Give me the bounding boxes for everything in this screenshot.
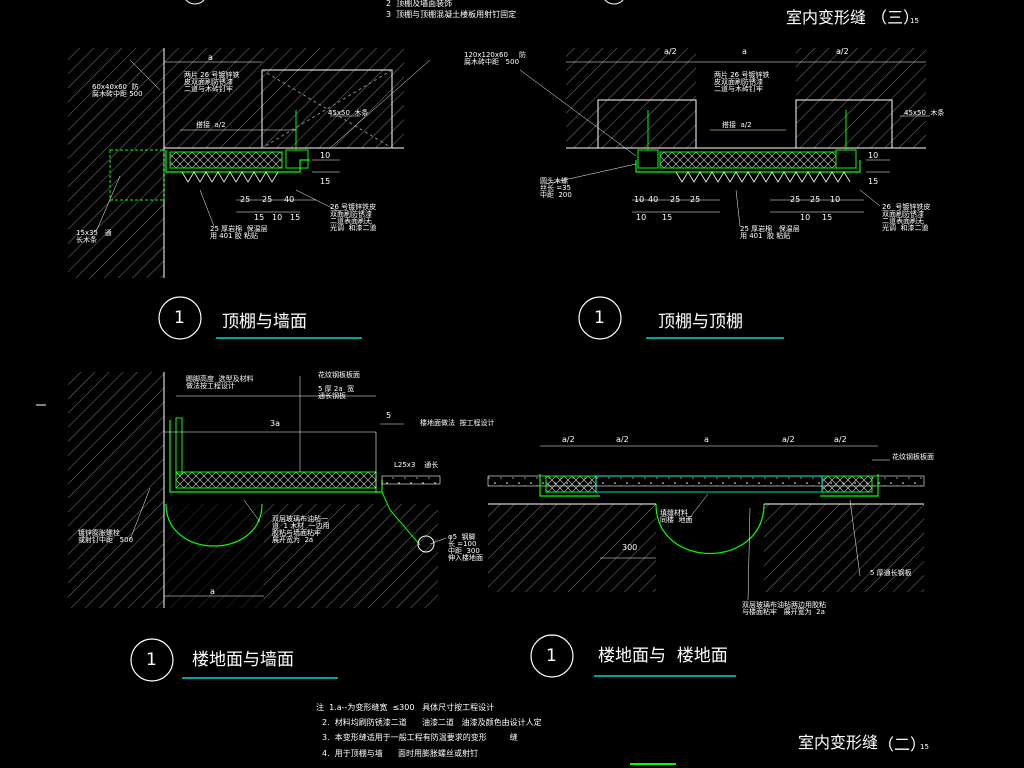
callout-round-rod: 圆头木螺 丝长 =35 中距 200 [540,177,572,199]
callout-filler: 填缝材料 同楼 地面 [660,509,693,524]
callout-wall-finish: 踢脚高度 选型及材料 做法按工程设计 [186,375,254,390]
dim-25: 25 [670,195,681,204]
detail-ceiling-ceiling [519,48,930,227]
callout-wood-block: 60x40x60 防 腐木砖中距 500 [92,83,143,98]
detail-number: 1 [146,650,157,670]
callout-wood-strip: 45x50 木条 [904,109,945,117]
sheet-title: 室内变形缝 [798,733,879,752]
callout-gap: 搭接 a/2 [722,121,752,129]
dim-a-half: a/2 [836,47,849,56]
callout-angle-steel: 5 厚通长钢板 [870,569,912,577]
detail-floor-wall [68,372,447,608]
callout-membrane: 双层玻璃布油毡一 道 1 木材 一边用 胶粘与墙面粘牢 展开宽为 2a [272,515,330,544]
callout-floor-plate: 花纹钢板板面 [892,453,934,461]
dim-a: a [704,435,709,444]
callout-gap: 搭接 a/2 [196,121,226,129]
dim-25: 25 [810,195,821,204]
dim-10: 10 [320,151,331,160]
dim-a-half: a/2 [664,47,677,56]
dim-a-half: a/2 [616,435,629,444]
dim-5: 5 [386,411,392,420]
sheet-number-top: 15 [910,17,919,25]
detail-ceiling-wall [68,48,404,278]
dim-a-half: a/2 [834,435,847,444]
callout-steel-cover: 26 号镀锌铁皮 双面刷防锈漆 二道表面刷无 光调 和漆二道 [882,203,931,232]
callout-angle: L25x3 通长 [394,461,439,469]
dim-10: 10 [830,195,841,204]
dim-40: 40 [284,195,295,204]
dim-a-half: a/2 [782,435,795,444]
dim-15: 15 [868,177,879,186]
dim-10: 10 [634,195,645,204]
floor-slab [264,504,438,608]
note-2: 2. 材料均刷防锈漆二道 油漆二道 油漆及颜色由设计人定 [322,718,542,727]
dim-15: 15 [320,177,331,186]
callout-membrane: 双层玻璃布油毡两边用胶粘 与楼面粘牢 展开宽为 2a [742,601,826,616]
dim-15: 15 [822,213,833,222]
dim-10: 10 [800,213,811,222]
sheet-subtitle: （二） [878,735,927,754]
slab-hatch-left [566,48,696,148]
expansion-loop [165,503,263,547]
callout-bolt: φ5 钢脚 长 =100 中距 300 伸入楼地面 [448,533,483,562]
callout-plank: 15x35 通 长木条 [76,229,112,244]
note-1: 注 1.a--为变形缝宽 ≤300 具体尺寸按工程设计 [316,703,495,712]
slab-hatch-right [796,48,926,148]
insulation-layer [659,151,837,169]
dim-a: a [210,587,215,596]
callout-anchor: 镀锌膨胀螺栓 或射钉中距 500 [78,529,134,544]
callout-floor-design: 楼地面做法 按工程设计 [420,419,495,427]
sheet-title-top: 室内变形缝 （三） [786,8,920,27]
callout-plate-thickness: 5 厚 2a 宽 通长钢板 [318,385,355,400]
dim-15: 15 [254,213,265,222]
dim-10: 10 [636,213,647,222]
expansion-loop [655,503,765,555]
top-note-2: 2 顶棚及墙面装饰 [386,0,453,8]
top-note-3: 3 顶棚与顶棚混凝土楼板用射钉固定 [386,10,517,19]
callout-steel-sheet: 两片 26 号镀锌铁 皮双面刷防锈漆 二道与木砖钉牢 [714,71,770,93]
dim-10: 10 [868,151,879,160]
dim-15: 15 [290,213,301,222]
callout-wood-block: 120x120x60 防 腐木砖中距 500 [464,51,527,66]
dim-25: 25 [262,195,273,204]
dim-25: 25 [790,195,801,204]
callout-insulation: 25 厚岩棉 保温层 用 401 胶 粘贴 [210,225,268,240]
floor-plate-insulation [175,471,377,489]
dim-25: 25 [240,195,251,204]
detail-number: 1 [546,646,557,666]
detail-number: 1 [594,308,605,328]
dim-25: 25 [690,195,701,204]
floor-slab-left [488,504,656,592]
dim-40: 40 [648,195,659,204]
insulation-layer [169,151,283,169]
callout-floor-plate: 花纹钢板板面 [318,371,360,379]
callout-insulation: 25 厚岩棉 保温层 用 401 胶 粘贴 [740,225,800,240]
detail-title-floor-wall: 楼地面与墙面 [192,650,294,670]
slab-hatch [164,48,404,148]
wall-hatch [68,48,164,278]
detail-title-ceiling-ceiling: 顶棚与顶棚 [658,312,743,332]
wall-hatch [68,372,164,608]
dim-a: a [208,53,213,62]
dim-10: 10 [272,213,283,222]
note-3: 3. 本变形缝适用于一般工程有防温要求的变形 缝 [322,733,518,742]
note-4: 4. 用于顶棚与墙 面时用膨胀螺丝或射钉 [322,749,478,758]
dim-300: 300 [622,543,638,552]
detail-floor-floor [487,445,925,601]
sheet-number: 15 [920,743,929,751]
callout-steel-cover: 26 号镀锌铁皮 双面刷防锈漆 二道表面刷无 光调 和漆二道 [330,203,377,232]
callout-wood-strip: 45x50 木条 [328,109,369,117]
dim-a-half: a/2 [562,435,575,444]
detail-title-markers [36,296,784,682]
detail-number: 1 [174,308,185,328]
floor-slab-right [764,504,924,592]
beam-block [261,69,393,149]
dim-15: 15 [662,213,673,222]
callout-steel-sheet: 两片 26 号镀锌铁 皮双面刷防锈漆 二道与木砖钉牢 [184,71,240,93]
dim-a: a [742,47,747,56]
dim-3a: 3a [270,419,280,428]
detail-title-floor-floor: 楼地面与 楼地面 [598,646,728,666]
detail-title-ceiling-wall: 顶棚与墙面 [222,312,307,332]
